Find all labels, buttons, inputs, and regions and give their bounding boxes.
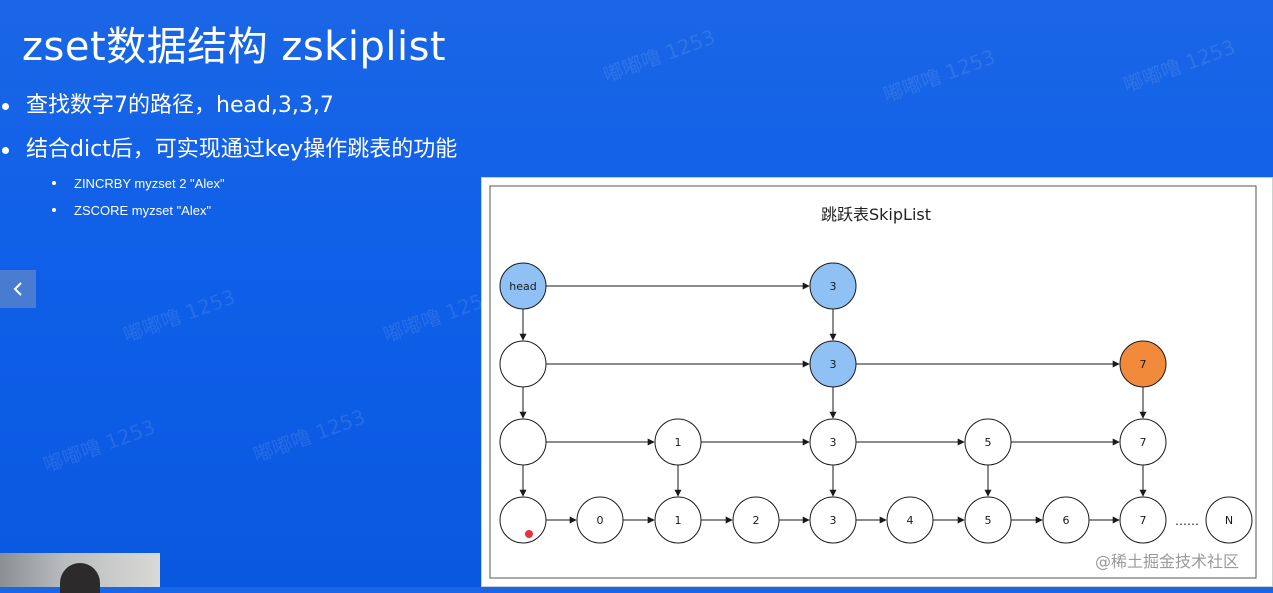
- laser-pointer-dot: [525, 530, 533, 538]
- skiplist-node-circle: [732, 496, 780, 544]
- skiplist-node-label: 5: [985, 436, 992, 449]
- skiplist-node-circle: [499, 418, 547, 466]
- watermark-text: 嘟嘟噜 1253: [119, 284, 239, 348]
- skiplist-node: head: [499, 262, 547, 310]
- skiplist-node: 1: [654, 418, 702, 466]
- skiplist-node-circle: [576, 496, 624, 544]
- chevron-left-icon: [13, 282, 22, 296]
- slide-title: zset数据结构 zskiplist: [22, 24, 447, 70]
- skiplist-node-circle: [809, 340, 857, 388]
- sub-bullet-list: ZINCRBY myzset 2 "Alex" ZSCORE myzset "A…: [52, 170, 225, 224]
- bullet-list: 查找数字7的路径，head,3,3,7 结合dict后，可实现通过key操作跳表…: [0, 84, 457, 172]
- skiplist-node-circle: [1119, 418, 1167, 466]
- skiplist-node-label: head: [509, 280, 536, 293]
- watermark-text: 嘟嘟噜 1253: [879, 44, 999, 108]
- skiplist-node-label: N: [1225, 514, 1233, 527]
- skiplist-node: 2: [732, 496, 780, 544]
- skiplist-node: [499, 418, 547, 466]
- skiplist-node: [499, 340, 547, 388]
- skiplist-node-circle: [654, 496, 702, 544]
- skiplist-node-label: 1: [675, 514, 682, 527]
- ellipsis-label: ……: [1175, 514, 1199, 528]
- skiplist-node-label: 7: [1140, 358, 1147, 371]
- watermark-text: 嘟嘟噜 1253: [249, 404, 369, 468]
- skiplist-node: 3: [809, 496, 857, 544]
- skiplist-node-label: 0: [597, 514, 604, 527]
- skiplist-node-label: 7: [1140, 514, 1147, 527]
- skiplist-node-circle: [809, 262, 857, 310]
- presenter-video: [60, 563, 100, 593]
- watermark-text: 嘟嘟噜 1253: [39, 414, 159, 478]
- skiplist-node: 5: [964, 496, 1012, 544]
- sub-bullet-item: ZINCRBY myzset 2 "Alex": [52, 170, 225, 197]
- skiplist-node: 3: [809, 340, 857, 388]
- skiplist-node: 5: [964, 418, 1012, 466]
- skiplist-node-circle: [499, 262, 547, 310]
- skiplist-node: 7: [1119, 496, 1167, 544]
- skiplist-node: 1: [654, 496, 702, 544]
- skiplist-node: 0: [576, 496, 624, 544]
- skiplist-node-label: 3: [830, 280, 837, 293]
- skiplist-node-circle: [1042, 496, 1090, 544]
- skiplist-node-circle: [809, 496, 857, 544]
- bullet-item: 结合dict后，可实现通过key操作跳表的功能: [0, 128, 457, 172]
- skiplist-node-label: 7: [1140, 436, 1147, 449]
- watermark-text: 嘟嘟噜 1253: [599, 24, 719, 88]
- watermark-text: 嘟嘟噜 1253: [1119, 34, 1239, 98]
- skiplist-node-label: 5: [985, 514, 992, 527]
- skiplist-node-label: 3: [830, 358, 837, 371]
- webcam-overlay: [0, 553, 160, 593]
- skiplist-node-label: 2: [753, 514, 760, 527]
- skiplist-node-label: 6: [1063, 514, 1070, 527]
- bullet-item: 查找数字7的路径，head,3,3,7: [0, 84, 457, 128]
- skiplist-node-circle: [964, 496, 1012, 544]
- skiplist-node-circle: [1119, 496, 1167, 544]
- skiplist-node-circle: [886, 496, 934, 544]
- skiplist-node: 3: [809, 418, 857, 466]
- skiplist-node-label: 3: [830, 436, 837, 449]
- skiplist-node: [499, 496, 547, 544]
- skiplist-node: 7: [1119, 418, 1167, 466]
- skiplist-node-circle: [499, 340, 547, 388]
- skiplist-node: 7: [1119, 340, 1167, 388]
- skiplist-node-label: 1: [675, 436, 682, 449]
- prev-slide-button[interactable]: [0, 270, 36, 308]
- skiplist-node: 6: [1042, 496, 1090, 544]
- skiplist-node-label: 4: [907, 514, 914, 527]
- skiplist-node-circle: [499, 496, 547, 544]
- skiplist-node-circle: [1205, 496, 1253, 544]
- skiplist-node: N: [1205, 496, 1253, 544]
- skiplist-node-label: 3: [830, 514, 837, 527]
- skiplist-node-circle: [964, 418, 1012, 466]
- skiplist-node-circle: [654, 418, 702, 466]
- sub-bullet-item: ZSCORE myzset "Alex": [52, 197, 225, 224]
- skiplist-node: 4: [886, 496, 934, 544]
- site-watermark: @稀土掘金技术社区: [1095, 552, 1240, 571]
- skiplist-node-circle: [1119, 340, 1167, 388]
- diagram-title: 跳跃表SkipList: [821, 205, 931, 224]
- skiplist-node: 3: [809, 262, 857, 310]
- skiplist-node-circle: [809, 418, 857, 466]
